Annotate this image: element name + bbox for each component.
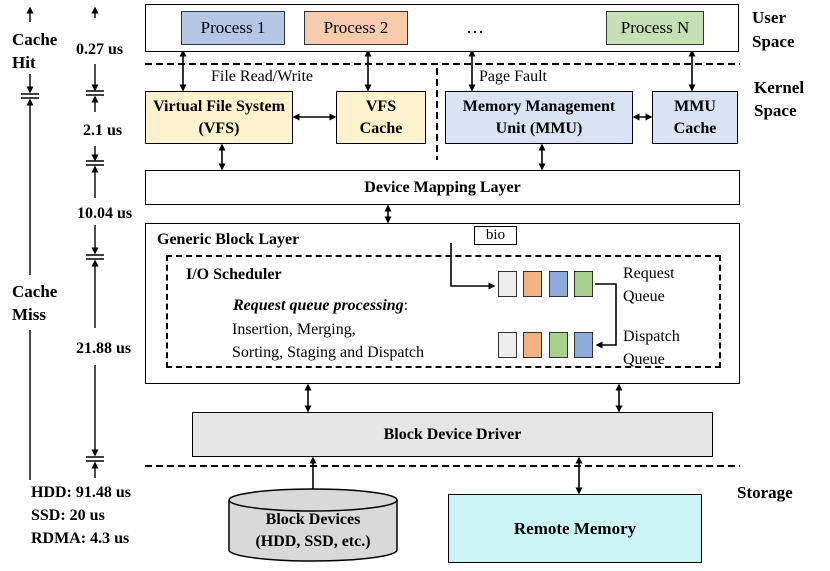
device-mapping-layer-label: Device Mapping Layer — [364, 178, 521, 196]
vfs-cache-line2: Cache — [359, 119, 403, 137]
process-1: Process 1 — [181, 11, 285, 45]
cache-hit-label-line1: Cache — [12, 30, 58, 49]
vfs-cache-box: VFS Cache — [336, 91, 426, 144]
latency-block: 21.88 us — [76, 340, 132, 357]
process-ellipsis: … — [466, 17, 484, 37]
process-n: Process N — [606, 11, 704, 45]
cache-hit-ruler — [21, 6, 39, 99]
block-devices-cylinder — [228, 488, 398, 562]
remote-memory-label: Remote Memory — [513, 518, 637, 538]
cache-miss-label-line1: Cache — [12, 282, 58, 301]
storage-label: Storage — [737, 483, 793, 502]
kernel-space-label-line2: Space — [754, 101, 797, 120]
process-2: Process 2 — [304, 11, 408, 45]
dispatch-queue-label-line2: Queue — [623, 351, 665, 368]
dispatch-queue-slot-1 — [498, 332, 517, 358]
request-queue-label-line2: Queue — [623, 288, 665, 305]
process-1-label: Process 1 — [200, 18, 266, 37]
scheduler-operations-line1: Insertion, Merging, — [232, 321, 356, 338]
latency-ssd: SSD: 20 us — [31, 507, 105, 524]
user-space-label-line1: User — [752, 8, 786, 27]
request-queue-slot-4 — [574, 271, 593, 297]
request-queue-label-line1: Request — [623, 265, 675, 282]
vfs-cache-line1: VFS — [365, 97, 397, 115]
vfs-line2: (VFS) — [198, 119, 240, 137]
request-queue-slot-3 — [549, 271, 568, 297]
mmu-line1: Memory Management — [462, 97, 616, 115]
arrow-bio-queue — [450, 243, 496, 290]
latency-rdma: RDMA: 4.3 us — [31, 530, 130, 547]
kernel-space-label-line1: Kernel — [754, 78, 805, 97]
mmu-cache-line1: MMU — [674, 97, 716, 115]
scheduler-operations-line2: Sorting, Staging and Dispatch — [232, 344, 424, 361]
latency-vfs: 2.1 us — [83, 122, 123, 139]
mmu-cache-box: MMU Cache — [652, 91, 738, 144]
file-read-write-label: File Read/Write — [211, 68, 313, 85]
dispatch-queue-slot-3 — [549, 332, 568, 358]
latency-user: 0.27 us — [76, 41, 124, 58]
request-queue-processing-title: Request queue processing — [233, 297, 404, 314]
mmu-cache-line2: Cache — [673, 119, 717, 137]
block-devices-line2: (HDD, SSD, etc.) — [255, 533, 371, 550]
request-queue-processing-heading: Request queue processing: — [233, 296, 408, 315]
vfs-box: Virtual File System (VFS) — [145, 91, 293, 144]
block-device-driver-label: Block Device Driver — [383, 425, 522, 443]
dispatch-queue-slot-2 — [523, 332, 542, 358]
bio-label: bio — [485, 227, 506, 243]
process-2-label: Process 2 — [323, 18, 389, 37]
dispatch-queue-slot-4 — [574, 332, 593, 358]
user-space-label-line2: Space — [752, 32, 795, 51]
latency-mapping: 10.04 us — [77, 205, 133, 222]
cache-miss-label-line2: Miss — [12, 305, 46, 324]
io-scheduler-box — [166, 255, 721, 368]
device-mapping-layer-box: Device Mapping Layer — [145, 170, 740, 205]
request-queue-slot-2 — [523, 271, 542, 297]
mmu-line2: Unit (MMU) — [495, 119, 583, 137]
arrow-request-dispatch — [595, 283, 617, 349]
page-fault-label: Page Fault — [479, 68, 547, 85]
io-scheduler-title: I/O Scheduler — [186, 266, 282, 283]
generic-block-layer-label: Generic Block Layer — [157, 231, 300, 248]
request-queue-processing-colon: : — [403, 297, 409, 314]
request-queue-slot-1 — [498, 271, 517, 297]
cache-hit-label-line2: Hit — [12, 53, 36, 72]
process-n-label: Process N — [620, 18, 690, 37]
remote-memory-box: Remote Memory — [448, 494, 702, 563]
latency-ruler — [86, 6, 104, 478]
latency-hdd: HDD: 91.48 us — [31, 484, 132, 501]
block-devices-line1: Block Devices — [265, 511, 361, 528]
block-device-driver-box: Block Device Driver — [192, 412, 713, 457]
mmu-box: Memory Management Unit (MMU) — [445, 91, 633, 144]
block-devices-label: Block Devices (HDD, SSD, etc.) — [229, 506, 397, 556]
bio-box: bio — [474, 226, 517, 245]
vfs-line1: Virtual File System — [153, 97, 285, 115]
dispatch-queue-label-line1: Dispatch — [623, 328, 680, 345]
generic-block-layer-box — [145, 223, 740, 384]
